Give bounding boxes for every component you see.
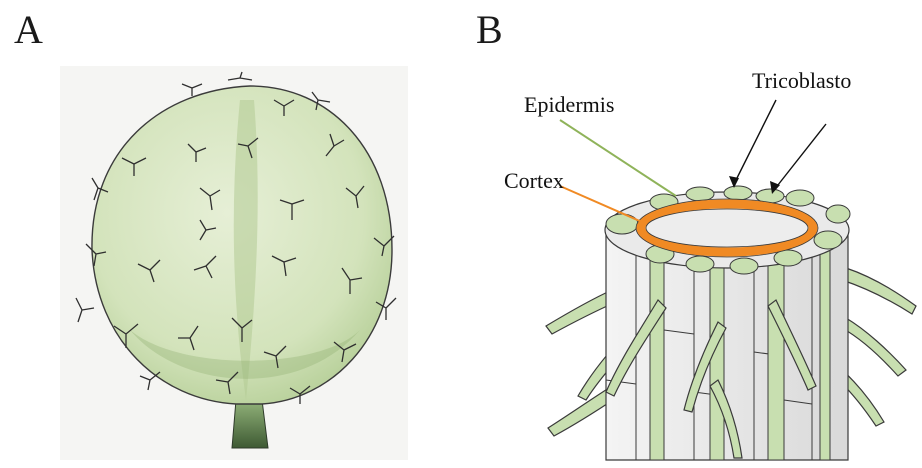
epidermis-label: Epidermis (524, 94, 614, 116)
leaf-illustration (60, 66, 408, 460)
cortex-leader (560, 186, 642, 222)
stele-center (646, 209, 808, 247)
root-illustration (546, 186, 916, 460)
tricoblasto-leader-2 (774, 124, 826, 190)
tricoblasto-leader-1 (734, 100, 776, 184)
tricoblasto-label: Tricoblasto (752, 70, 851, 92)
epidermis-leader (560, 120, 676, 196)
leaf-stem (232, 400, 268, 448)
cortex-label: Cortex (504, 170, 564, 192)
